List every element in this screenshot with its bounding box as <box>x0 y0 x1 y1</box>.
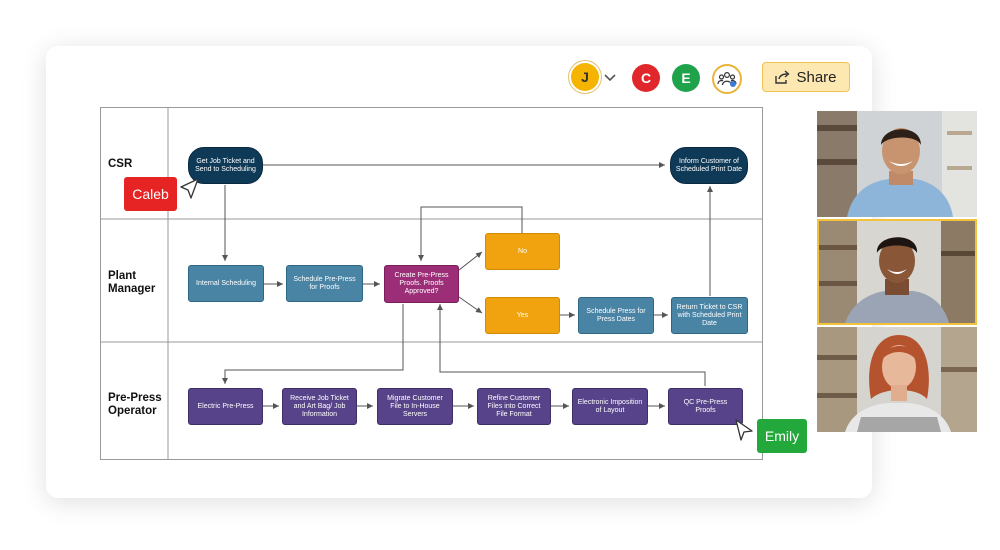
node-internal-scheduling[interactable]: Internal Scheduling <box>188 265 264 302</box>
lane-label-prepress-operator: Pre-Press Operator <box>108 392 162 417</box>
video-tile-participant-3[interactable] <box>817 327 977 432</box>
node-inform-customer[interactable]: Inform Customer of Scheduled Print Date <box>670 147 748 184</box>
node-decision-no[interactable]: No <box>485 233 560 270</box>
group-users-icon[interactable] <box>712 64 742 94</box>
participant-video <box>817 111 977 217</box>
avatar-initial: E <box>681 70 691 86</box>
share-icon <box>775 70 791 84</box>
avatar-initial: J <box>581 69 589 85</box>
node-electric-prepress[interactable]: Electric Pre-Press <box>188 388 263 425</box>
share-label: Share <box>796 68 837 86</box>
node-decision-yes[interactable]: Yes <box>485 297 560 334</box>
node-get-job-ticket[interactable]: Get Job Ticket and Send to Scheduling <box>188 147 263 184</box>
node-migrate-customer-file[interactable]: Migrate Customer File to In-House Server… <box>377 388 453 425</box>
node-qc-prepress-proofs[interactable]: QC Pre-Press Proofs <box>668 388 743 425</box>
avatar-j[interactable]: J <box>571 63 599 91</box>
node-electronic-imposition[interactable]: Electronic Imposition of Layout <box>572 388 648 425</box>
node-receive-job-ticket[interactable]: Receive Job Ticket and Art Bag/ Job Info… <box>282 388 357 425</box>
pointer-cursor-icon <box>735 419 753 441</box>
avatar-c[interactable]: C <box>632 64 660 92</box>
chevron-down-icon[interactable] <box>603 70 617 84</box>
node-schedule-press[interactable]: Schedule Press for Press Dates <box>578 297 654 334</box>
node-refine-customer-files[interactable]: Refine Customer Files into Correct File … <box>477 388 551 425</box>
share-button[interactable]: Share <box>762 62 850 92</box>
node-schedule-prepress[interactable]: Schedule Pre-Press for Proofs <box>286 265 363 302</box>
participant-video <box>817 327 977 432</box>
lane-label-plant-manager: Plant Manager <box>108 270 156 295</box>
lane-label-csr: CSR <box>108 158 133 170</box>
pointer-cursor-icon <box>180 178 199 199</box>
video-tile-participant-1[interactable] <box>817 111 977 217</box>
avatar-initial: C <box>640 70 652 86</box>
participant-video <box>819 221 975 323</box>
cursor-label-emily: Emily <box>757 419 807 453</box>
node-create-prepress-proofs[interactable]: Create Pre-Press Proofs. Proofs Approved… <box>384 265 459 303</box>
video-tile-participant-2[interactable] <box>817 219 977 325</box>
avatar-e[interactable]: E <box>672 64 700 92</box>
cursor-label-caleb: Caleb <box>124 177 177 211</box>
node-return-ticket[interactable]: Return Ticket to CSR with Scheduled Prin… <box>671 297 748 334</box>
